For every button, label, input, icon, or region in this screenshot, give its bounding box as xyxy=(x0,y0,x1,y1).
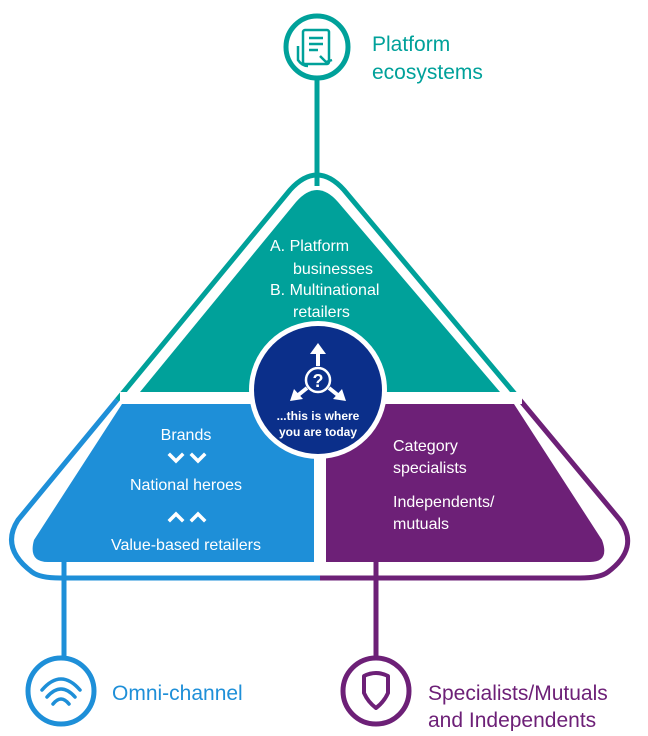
specialists-node: Specialists/Mutuals and Independents xyxy=(340,655,608,732)
outline-top xyxy=(115,172,522,402)
right-indep-2: mutuals xyxy=(393,516,449,533)
platform-node: Platform ecosystems xyxy=(283,13,483,84)
top-line-3: B. Multinational xyxy=(270,282,379,299)
specialists-label-2: and Independents xyxy=(428,709,596,731)
location-pin-icon xyxy=(362,671,390,710)
left-national: National heroes xyxy=(130,477,242,494)
wifi-signal-icon xyxy=(40,677,82,706)
center-line-2: you are today xyxy=(279,425,357,439)
platform-label-1: Platform xyxy=(372,33,450,56)
specialists-icon-circle xyxy=(340,655,412,727)
chevrons-up-icon xyxy=(167,511,207,523)
center-circle xyxy=(254,326,382,454)
omni-icon-circle xyxy=(25,655,97,727)
chevrons-down-icon xyxy=(167,452,207,464)
omni-label: Omni-channel xyxy=(112,682,243,705)
outline-left xyxy=(9,398,320,581)
question-arrows-icon: ? xyxy=(290,343,346,401)
omni-node: Omni-channel xyxy=(25,655,243,727)
specialists-label-1: Specialists/Mutuals xyxy=(428,682,608,705)
segment-right xyxy=(326,404,605,562)
top-line-1: A. Platform xyxy=(270,238,349,255)
right-category-2: specialists xyxy=(393,460,467,477)
top-line-4: retailers xyxy=(293,304,350,321)
svg-text:?: ? xyxy=(313,371,324,391)
center-line-1: ...this is where xyxy=(277,409,360,423)
platform-label-2: ecosystems xyxy=(372,61,483,84)
right-category-1: Category xyxy=(393,438,458,455)
platform-icon-circle xyxy=(283,13,351,81)
outline-right xyxy=(320,398,631,581)
left-value: Value-based retailers xyxy=(111,537,261,554)
segment-left xyxy=(32,404,314,562)
left-brands: Brands xyxy=(161,427,212,444)
top-line-2: businesses xyxy=(293,261,373,278)
right-indep-1: Independents/ xyxy=(393,494,495,511)
segment-top xyxy=(140,190,500,392)
tablet-touch-icon xyxy=(296,28,333,68)
